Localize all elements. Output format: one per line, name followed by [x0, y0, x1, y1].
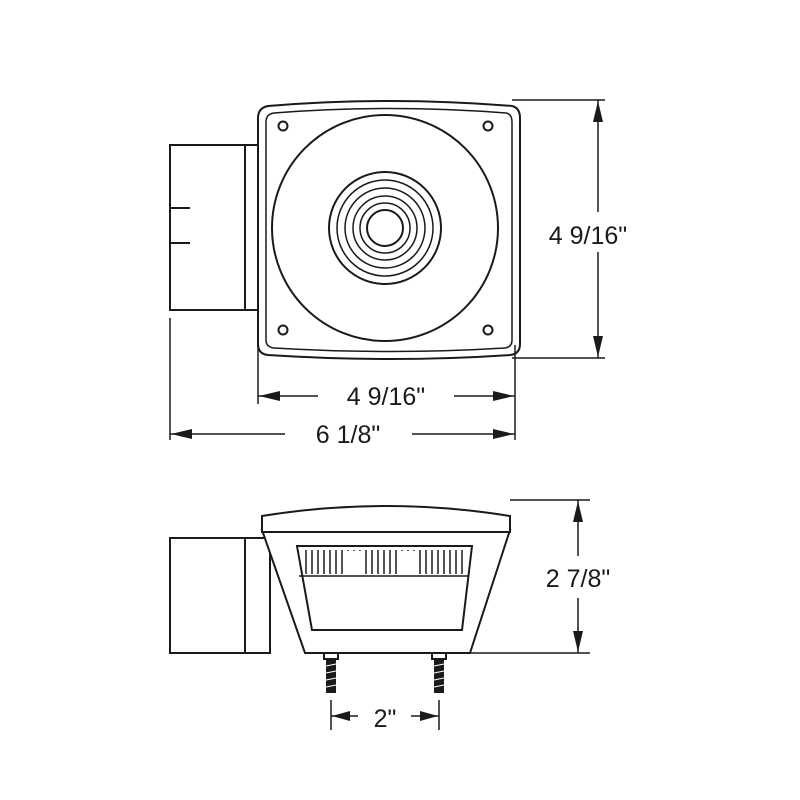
depth-label: 2 7/8" — [546, 565, 610, 593]
mounting-stud-left — [323, 652, 339, 693]
lens-center — [366, 209, 404, 247]
lamp-top-cap — [261, 505, 511, 533]
lens-ring-3 — [344, 187, 426, 269]
dimension-depth: 2 7/8" — [470, 499, 610, 654]
stud-spacing-label: 2" — [374, 705, 397, 733]
lens-ring-2 — [336, 179, 434, 277]
face-width-label: 4 9/16" — [347, 383, 425, 411]
screw-bottom-right — [482, 324, 494, 336]
lamp-window — [295, 545, 474, 631]
lamp-body — [260, 529, 512, 654]
ribbed-lens-band — [299, 550, 469, 577]
overall-width-label: 6 1/8" — [316, 421, 380, 449]
dimension-face-width: 4 9/16" — [257, 318, 516, 440]
side-view-housing — [169, 537, 271, 654]
face-height-label: 4 9/16" — [549, 222, 627, 250]
lens-ring-4 — [352, 195, 418, 261]
lens-ring-1 — [328, 171, 442, 285]
front-view — [169, 100, 521, 360]
lens-ring-5 — [359, 202, 411, 254]
side-housing — [169, 144, 261, 311]
face-plate — [257, 100, 521, 360]
screw-top-right — [482, 120, 494, 132]
screw-top-left — [277, 120, 289, 132]
dimension-stud-spacing: 2" — [330, 700, 440, 733]
dimension-overall-width: 6 1/8" — [169, 318, 515, 449]
side-view — [169, 505, 512, 693]
screw-bottom-left — [277, 324, 289, 336]
lens-outer — [271, 114, 499, 342]
face-plate-inner-edge — [265, 107, 513, 353]
mounting-stud-right — [431, 652, 447, 693]
dimension-face-height: 4 9/16" — [512, 99, 627, 359]
